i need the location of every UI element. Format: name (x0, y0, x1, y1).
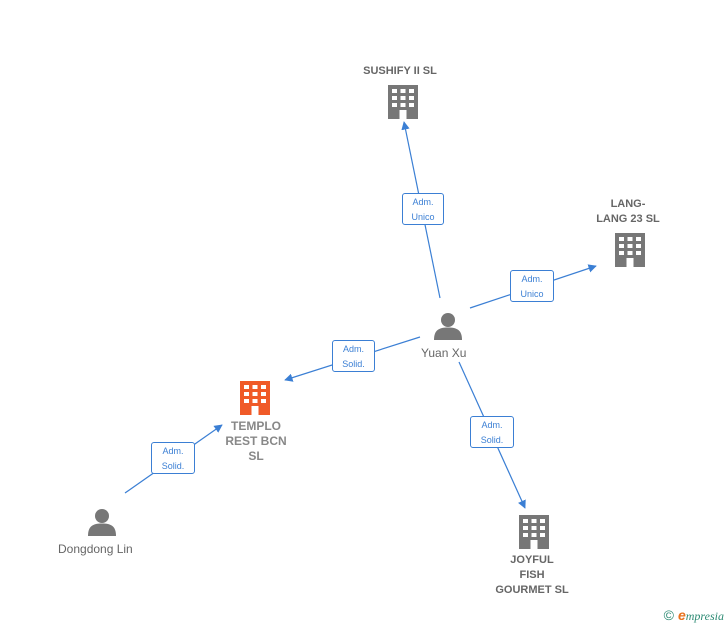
building-icon[interactable] (240, 381, 270, 415)
copyright-icon: © (663, 607, 674, 623)
brand-e: e (677, 607, 686, 623)
edge-label-yuanxu-langlang[interactable]: Adm. Unico (510, 270, 554, 302)
person-label-dongdong[interactable]: Dongdong Lin (58, 542, 133, 556)
person-icon[interactable] (434, 313, 462, 340)
building-icon[interactable] (615, 233, 645, 267)
building-icon[interactable] (388, 85, 418, 119)
brand-name: mpresia (685, 609, 724, 623)
edge-label-yuanxu-sushify[interactable]: Adm. Unico (402, 193, 444, 225)
company-label-joyful[interactable]: JOYFUL FISH GOURMET SL (495, 554, 569, 596)
brand-logo: ©empresia (664, 607, 724, 624)
building-icon[interactable] (519, 515, 549, 549)
edge-label-dongdong-templo[interactable]: Adm. Solid. (151, 442, 195, 474)
company-label-templo[interactable]: TEMPLO REST BCN SL (225, 419, 287, 463)
company-label-sushify[interactable]: SUSHIFY II SL (363, 65, 437, 77)
company-label-langlang[interactable]: LANG- LANG 23 SL (596, 198, 660, 225)
edge-label-yuanxu-joyful[interactable]: Adm. Solid. (470, 416, 514, 448)
person-icon[interactable] (88, 509, 116, 536)
edge-label-yuanxu-templo[interactable]: Adm. Solid. (332, 340, 375, 372)
person-label-yuanxu[interactable]: Yuan Xu (421, 346, 467, 360)
